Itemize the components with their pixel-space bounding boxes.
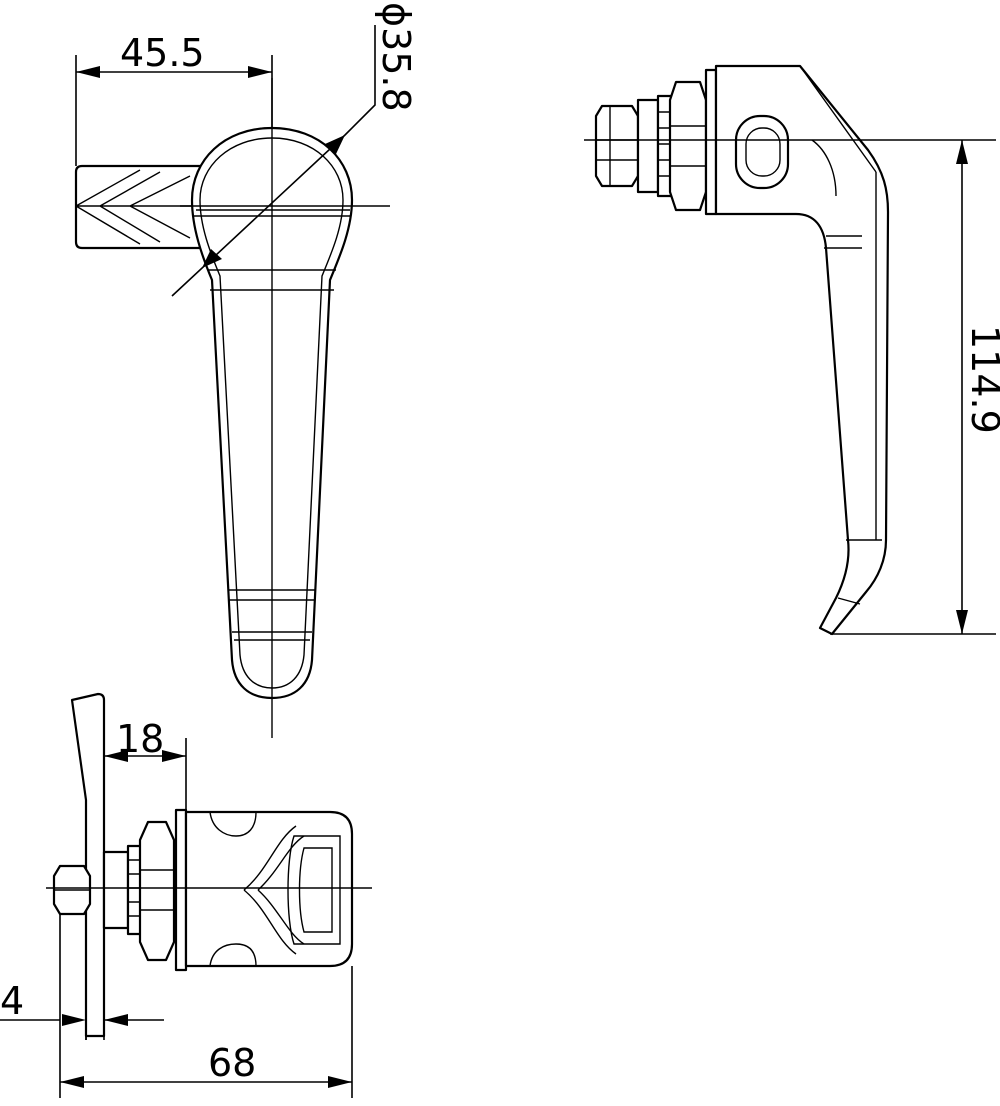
front-view: 45.5 ϕ35.8 bbox=[74, 2, 418, 738]
bottom-view-body bbox=[184, 810, 354, 968]
dim-bottom-offset: 18 bbox=[116, 717, 164, 761]
dim-front-width: 45.5 bbox=[120, 31, 205, 75]
bottom-view-lever bbox=[70, 692, 106, 1038]
dim-bottom-length: 68 bbox=[208, 1041, 256, 1085]
dim-head-diameter: ϕ35.8 bbox=[374, 2, 418, 112]
side-view: 114.9 bbox=[584, 64, 1000, 636]
dim-bottom-thickness: 4 bbox=[0, 979, 24, 1023]
bottom-view: 18 4 68 bbox=[0, 692, 372, 1098]
side-view-fastener bbox=[594, 68, 718, 216]
dim-side-height: 114.9 bbox=[963, 325, 1000, 434]
front-view-cam bbox=[74, 164, 202, 250]
side-view-lever bbox=[714, 64, 890, 636]
